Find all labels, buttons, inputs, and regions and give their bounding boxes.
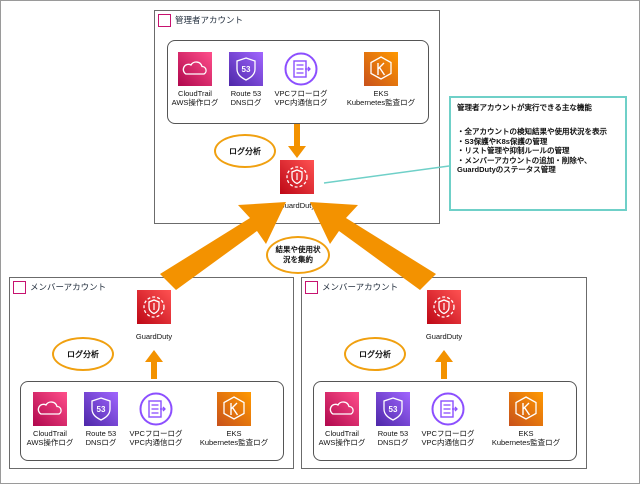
callout-item: ・S3保護やK8s保護の管理 — [457, 136, 548, 146]
callout-connector — [323, 165, 450, 184]
account-group-icon — [305, 281, 318, 294]
admin-guardduty-label: GuardDuty — [278, 201, 316, 210]
account-group-icon — [13, 281, 26, 294]
callout-item: ・メンバーアカウントの追加・削除や、GuardDutyのステータス管理 — [457, 155, 592, 175]
admin-log-arrow — [288, 124, 306, 158]
callout-title: 管理者アカウントが実行できる主な機能 — [457, 103, 592, 112]
admin-account-label: 管理者アカウント — [175, 15, 244, 25]
callout-item: ・全アカウントの検知結果や使用状況を表示 — [457, 127, 607, 136]
callout-item: ・リスト管理や抑制ルールの管理 — [457, 146, 570, 155]
admin-features-callout: 管理者アカウントが実行できる主な機能 ・全アカウントの検知結果や使用状況を表示 … — [449, 96, 627, 211]
member-guardduty-label: GuardDuty — [425, 332, 463, 341]
member-log-analysis-bubble: ログ分析 — [52, 337, 114, 371]
member-account-label: メンバーアカウント — [322, 282, 399, 292]
member-log-analysis-bubble: ログ分析 — [344, 337, 406, 371]
member1-log-arrow — [145, 350, 163, 379]
member1-aggregate-arrow — [160, 202, 286, 290]
member2-aggregate-arrow — [310, 202, 436, 290]
member-account-label: メンバーアカウント — [30, 282, 107, 292]
admin-log-analysis-bubble: ログ分析 — [214, 134, 276, 168]
account-group-icon — [158, 14, 171, 27]
member-guardduty-label: GuardDuty — [135, 332, 173, 341]
member2-log-arrow — [435, 350, 453, 379]
aggregate-bubble: 結果や使用状況を集約 — [266, 236, 330, 274]
